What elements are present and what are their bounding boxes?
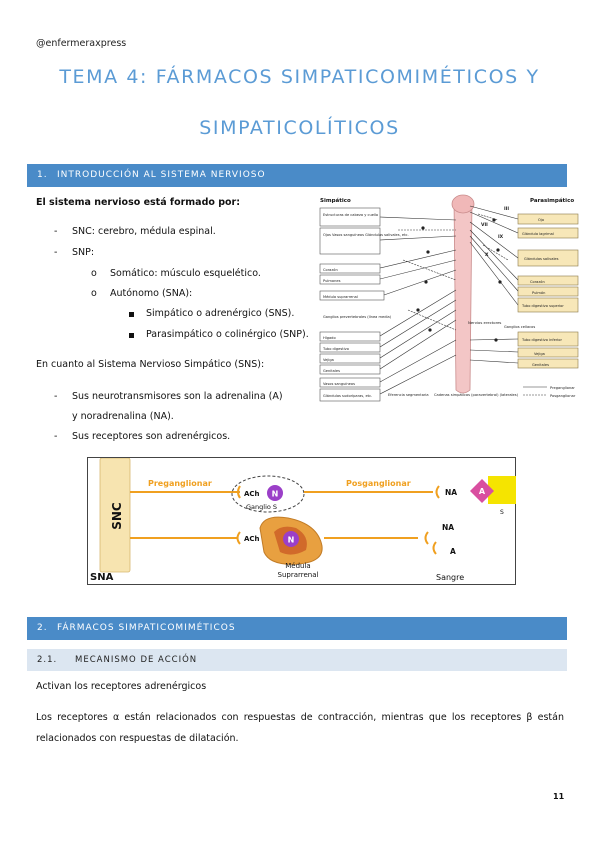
a-label-bottom: A	[450, 547, 456, 556]
na-label-bottom: NA	[442, 523, 454, 532]
somatico-item: Somático: músculo esquelético.	[110, 268, 261, 279]
parasimpatico-item: Parasimpático o colinérgico (SNP).	[146, 329, 309, 340]
page-title-line1: TEMA 4: FÁRMACOS SIMPATICOMIMÉTICOS Y	[59, 66, 540, 88]
figure-left-title: Simpático	[320, 197, 351, 204]
section-number: 2.	[37, 623, 48, 633]
sns-lead: En cuanto al Sistema Nervioso Simpático …	[36, 359, 265, 370]
s-label: S	[500, 509, 504, 516]
figure-label: Glándulas salivales	[524, 257, 559, 261]
medula-label: Médula	[285, 562, 310, 570]
sympathetic-transmission-diagram: SNC SNA Preganglionar ACh N Ganglio S Po…	[87, 457, 516, 585]
sna-label: SNA	[90, 572, 114, 583]
intro-lead: El sistema nervioso está formado por:	[36, 197, 241, 208]
mecanismo-lead: Activan los receptores adrenérgicos	[36, 681, 207, 692]
figure-label: Tubo digestivo inferior	[521, 338, 562, 342]
nerve-label: VII	[481, 222, 488, 228]
figure-label: Eferencia segmentaria	[388, 393, 429, 397]
section-title: INTRODUCCIÓN AL SISTEMA NERVIOSO	[57, 170, 266, 180]
nerve-label: IX	[498, 234, 504, 240]
figure-right-title: Parasimpático	[530, 197, 574, 204]
autonomic-nervous-system-figure: Simpático Parasimpático Estructuras de c…	[318, 190, 584, 414]
autonomo-item: Autónomo (SNA):	[110, 288, 193, 299]
transmission-svg: SNC SNA Preganglionar ACh N Ganglio S Po…	[90, 457, 516, 583]
figure-label: Pulmones	[323, 279, 341, 283]
section-number: 1.	[37, 170, 48, 180]
ach-label-top: ACh	[244, 490, 260, 498]
ganglio-label: Ganglio S	[246, 503, 277, 511]
mecanismo-paragraph: Los receptores α están relacionados con …	[36, 712, 564, 744]
circle-bullet: o	[91, 288, 97, 299]
figure-label: Tubo digestivo superior	[521, 304, 564, 308]
square-bullet	[129, 333, 134, 338]
figure-label: Preganglionar	[550, 386, 575, 390]
suprarrenal-label: Suprarrenal	[278, 571, 319, 579]
author-handle: @enfermeraxpress	[36, 38, 127, 49]
snc-item: SNC: cerebro, médula espinal.	[72, 226, 216, 237]
neuro-item-line1: Sus neurotransmisores son la adrenalina …	[72, 391, 283, 402]
posganglionar-label: Posganglionar	[346, 479, 411, 488]
nerve-label: Nervios erectores	[468, 320, 501, 325]
neuro-item-line2: y noradrenalina (NA).	[72, 411, 174, 422]
dash-bullet: -	[54, 247, 58, 258]
autonomic-figure-svg: Simpático Parasimpático Estructuras de c…	[319, 194, 579, 402]
a-receptor-badge: A	[479, 487, 486, 496]
figure-label: Corazón	[530, 280, 545, 284]
figure-label: Ganglios celíacos	[504, 325, 535, 329]
section-title: FÁRMACOS SIMPATICOMIMÉTICOS	[57, 623, 236, 633]
figure-label: Pulmón	[532, 291, 545, 295]
snc-label: SNC	[110, 502, 124, 530]
figure-label: Hígado	[323, 336, 336, 340]
n-receptor-top: N	[272, 490, 279, 499]
figure-label: Médula suprarrenal	[323, 295, 358, 299]
figure-label: Cadenas simpáticas (paravertebral) (late…	[434, 393, 519, 397]
figure-label: Glándula lagrimal	[522, 232, 554, 236]
figure-label: Glándulas sudoríparas, etc.	[323, 394, 372, 398]
nerve-label: III	[504, 206, 509, 212]
subsection-number: 2.1.	[37, 655, 58, 665]
n-receptor-bottom: N	[288, 536, 295, 545]
section-2-header: 2. FÁRMACOS SIMPATICOMIMÉTICOS	[27, 617, 567, 640]
figure-label: Vejiga	[323, 358, 334, 362]
figure-label: Ganglios prevertebrales (línea media)	[323, 315, 392, 319]
figure-label: Tubo digestivo	[322, 347, 349, 351]
figure-label: Genitales	[532, 363, 549, 367]
snp-item: SNP:	[72, 247, 95, 258]
preganglionar-label: Preganglionar	[148, 479, 212, 488]
figure-label: Ojo	[538, 218, 544, 222]
page-number: 11	[553, 792, 565, 801]
figure-label: Genitales	[323, 369, 340, 373]
circle-bullet: o	[91, 268, 97, 279]
receptores-item: Sus receptores son adrenérgicos.	[72, 431, 231, 442]
figure-label: Vejiga	[534, 352, 545, 356]
figure-label: Posganglionar	[550, 394, 576, 398]
ach-label-bottom: ACh	[244, 535, 260, 543]
subsection-title: MECANISMO DE ACCIÓN	[75, 655, 198, 665]
page-title-line2: SIMPATICOLÍTICOS	[199, 117, 400, 139]
sangre-label: Sangre	[436, 573, 464, 582]
na-label-top: NA	[445, 488, 457, 497]
figure-label: Vasos sanguíneos	[323, 382, 355, 386]
figure-label: Corazón	[323, 268, 338, 272]
dash-bullet: -	[54, 391, 58, 402]
subsection-2-1-header: 2.1. MECANISMO DE ACCIÓN	[27, 649, 567, 671]
nerve-label: X	[485, 252, 489, 258]
figure-label: Ojos Vasos sanguíneos Glándulas salivale…	[323, 233, 409, 237]
square-bullet	[129, 312, 134, 317]
dash-bullet: -	[54, 226, 58, 237]
figure-label: Estructuras de cabeza y cuello	[323, 213, 378, 217]
simpatico-item: Simpático o adrenérgico (SNS).	[146, 308, 295, 319]
section-1-header: 1. INTRODUCCIÓN AL SISTEMA NERVIOSO	[27, 164, 567, 187]
dash-bullet: -	[54, 431, 58, 442]
